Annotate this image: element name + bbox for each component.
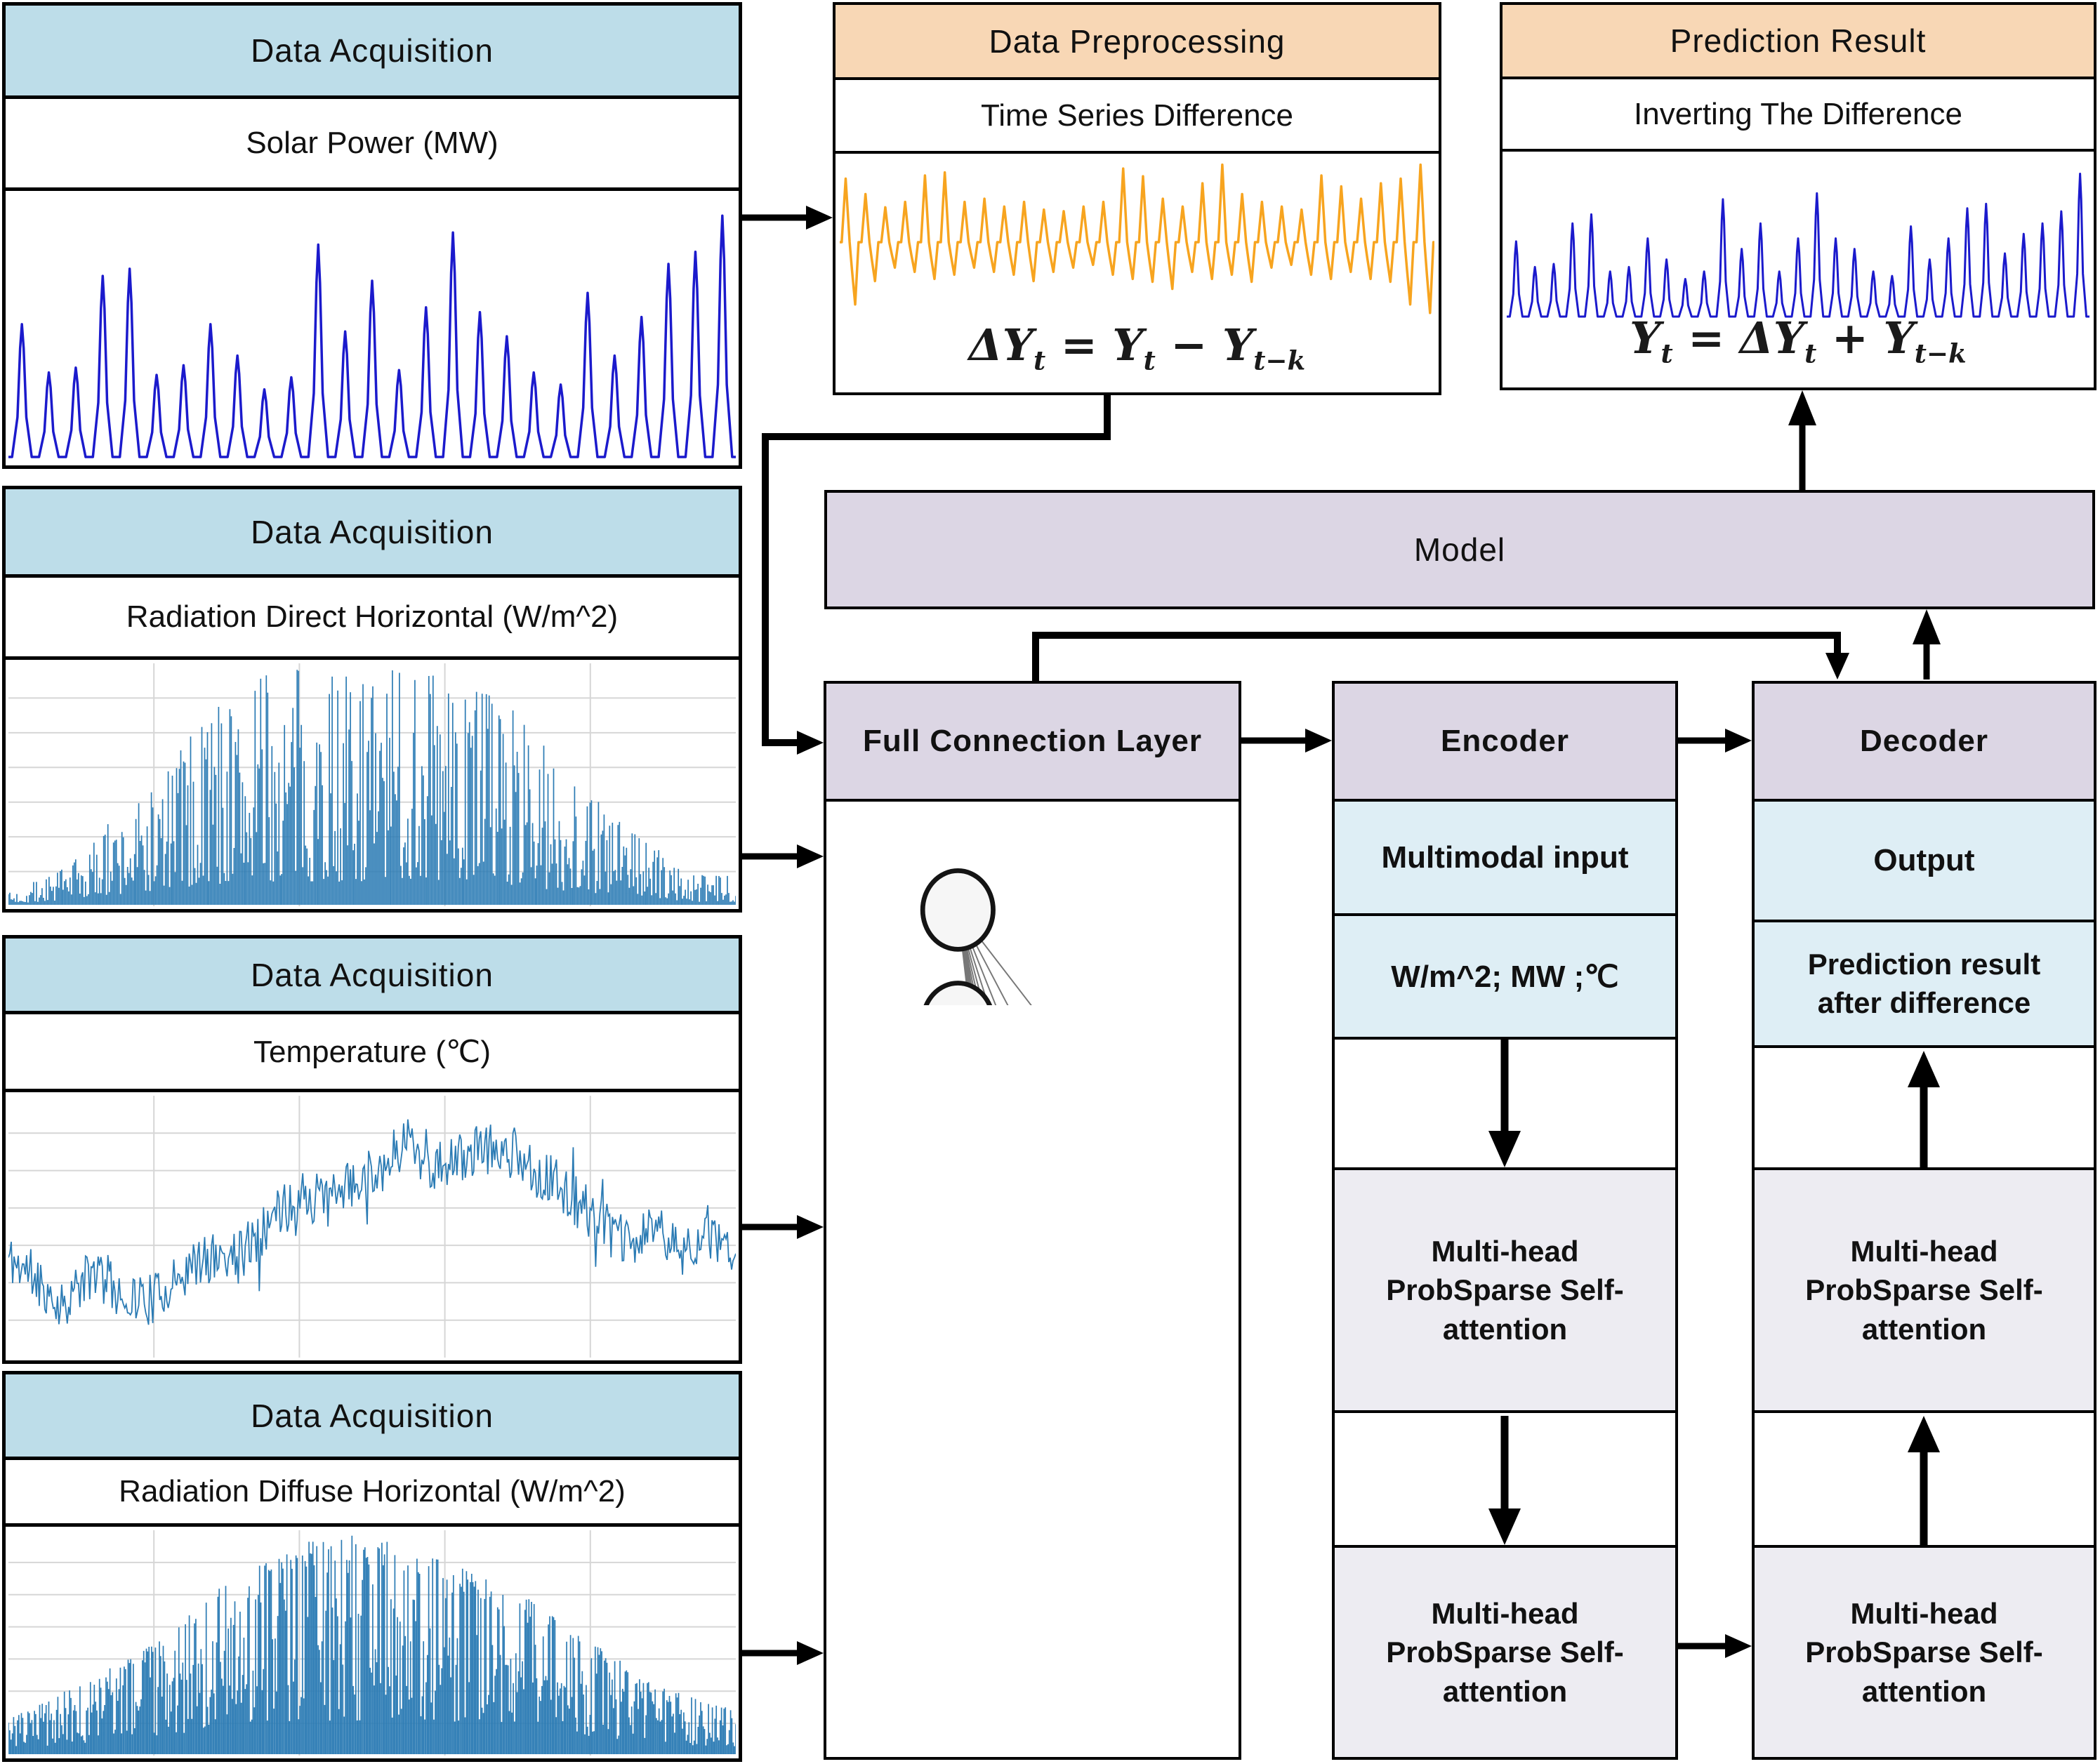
attention-label: Multi-head ProbSparse Self-attention — [1805, 1596, 2043, 1708]
decoder-box: Decoder Output Prediction result after d… — [1752, 681, 2096, 1760]
temperature-chart — [8, 1096, 736, 1358]
variable-label: Radiation Direct Horizontal (W/m^2) — [6, 578, 739, 660]
full-connection-layer-box: Full Connection Layer — [824, 681, 1241, 1760]
encoder-gap-1 — [1335, 1040, 1675, 1170]
box-title: Prediction Result — [1503, 5, 2094, 79]
prediction-subtitle: Inverting The Difference — [1503, 79, 2094, 152]
decoder-attention-2: Multi-head ProbSparse Self-attention — [1755, 1548, 2094, 1757]
variable-label: Radiation Diffuse Horizontal (W/m^2) — [6, 1460, 739, 1527]
encoder-box: Encoder Multimodal input W/m^2; MW ;℃ Mu… — [1332, 681, 1678, 1760]
solar-power-chart — [8, 194, 736, 463]
radiation-diffuse-chart — [8, 1530, 736, 1756]
attention-label: Multi-head ProbSparse Self-attention — [1386, 1234, 1624, 1346]
data-acquisition-box-temperature: Data Acquisition Temperature (℃) — [2, 935, 742, 1364]
data-acquisition-box-radiation-direct: Data Acquisition Radiation Direct Horizo… — [2, 486, 742, 913]
model-title: Model — [1413, 531, 1506, 568]
decoder-attention-1: Multi-head ProbSparse Self-attention — [1755, 1170, 2094, 1413]
model-box: Model — [824, 490, 2095, 609]
box-title: Data Acquisition — [6, 939, 739, 1014]
attention-label: Multi-head ProbSparse Self-attention — [1805, 1234, 2043, 1346]
preprocessing-subtitle: Time Series Difference — [836, 80, 1439, 154]
arrow-encoder-to-decoder — [1678, 729, 1752, 752]
decoder-gap-2 — [1755, 1413, 2094, 1548]
decoder-title: Decoder — [1755, 684, 2094, 802]
box-title: Data Acquisition — [6, 6, 739, 99]
arrow-encoder-attention-to-decoder-attention — [1678, 1634, 1752, 1658]
encoder-title: Encoder — [1335, 684, 1675, 802]
encoder-attention-2: Multi-head ProbSparse Self-attention — [1335, 1548, 1675, 1757]
box-title: Data Acquisition — [6, 489, 739, 578]
full-connection-layer-title: Full Connection Layer — [826, 684, 1239, 802]
data-preprocessing-box: Data Preprocessing Time Series Differenc… — [833, 2, 1441, 395]
variable-label: Temperature (℃) — [6, 1014, 739, 1092]
decoder-gap-1 — [1755, 1048, 2094, 1170]
variable-label: Solar Power (MW) — [6, 99, 739, 191]
arrow-fcl-skip-to-decoder — [1032, 632, 1849, 681]
difference-formula: ΔYt = Yt − Yt−k — [968, 319, 1306, 376]
radiation-direct-chart — [8, 663, 736, 906]
arrow-solar-to-preprocessing — [742, 206, 833, 230]
data-acquisition-box-radiation-diffuse: Data Acquisition Radiation Diffuse Horiz… — [2, 1371, 742, 1762]
decoder-output: Output — [1755, 802, 2094, 922]
encoder-units: W/m^2; MW ;℃ — [1335, 916, 1675, 1040]
neural-network-graphic — [920, 868, 1032, 1005]
arrow-temperature-to-fcl — [742, 1215, 824, 1239]
arrow-diffuse-to-fcl — [742, 1641, 824, 1665]
encoder-attention-1: Multi-head ProbSparse Self-attention — [1335, 1170, 1675, 1413]
attention-label: Multi-head ProbSparse Self-attention — [1386, 1596, 1624, 1708]
prediction-series-chart — [1507, 155, 2089, 322]
encoder-gap-2 — [1335, 1413, 1675, 1548]
encoder-multimodal-input: Multimodal input — [1335, 802, 1675, 916]
arrow-model-to-prediction — [1788, 390, 1816, 490]
difference-series-chart — [840, 158, 1434, 326]
decoder-result-after-difference: Prediction result after difference — [1755, 922, 2094, 1048]
arrow-fcl-to-encoder — [1241, 729, 1332, 752]
result-label: Prediction result after difference — [1807, 947, 2041, 1019]
inverse-difference-formula: Yt = ΔYt + Yt−k — [1630, 312, 1967, 369]
arrow-decoder-to-model — [1913, 609, 1941, 679]
box-title: Data Preprocessing — [836, 5, 1439, 80]
arrow-direct-to-fcl — [742, 844, 824, 868]
box-title: Data Acquisition — [6, 1374, 739, 1460]
prediction-result-box: Prediction Result Inverting The Differen… — [1500, 2, 2096, 390]
data-acquisition-box-solar: Data Acquisition Solar Power (MW) — [2, 2, 742, 469]
